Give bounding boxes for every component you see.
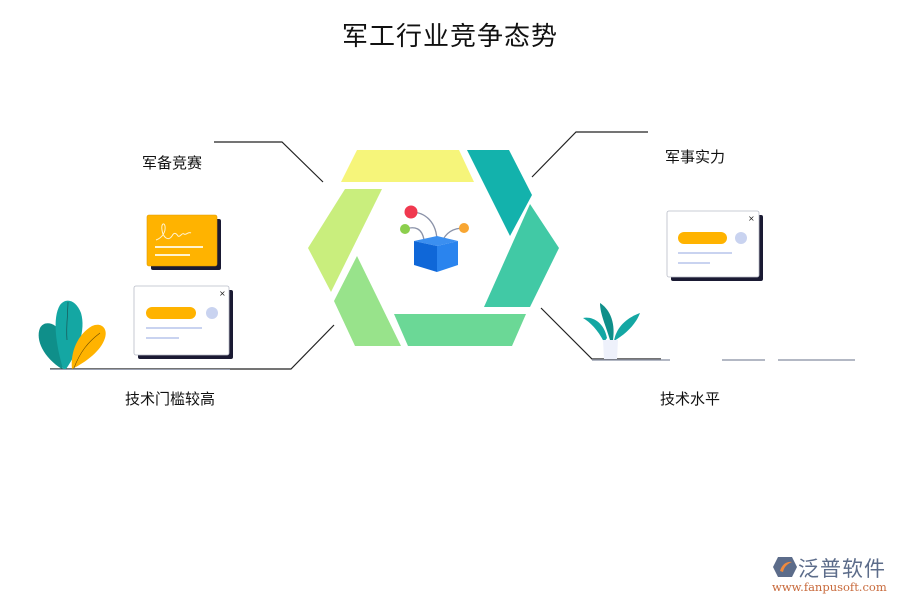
segment-bottom-left (334, 256, 401, 346)
connector-top-right (531, 131, 648, 178)
plant-icon-left (38, 300, 106, 369)
dialog-card-icon-left: × (133, 285, 233, 359)
potted-plant-icon (583, 303, 640, 359)
segment-bottom (394, 314, 526, 346)
box-with-nodes-icon (400, 205, 469, 272)
svg-text:×: × (219, 289, 226, 298)
svg-text:×: × (748, 214, 755, 223)
segment-top-right (467, 150, 532, 236)
signed-document-icon (146, 214, 221, 270)
label-arms-race: 军备竞赛 (142, 154, 203, 172)
label-high-tech-barrier: 技术门槛较高 (125, 390, 216, 408)
dialog-card-icon-right: × (666, 210, 763, 281)
segment-left (308, 189, 382, 292)
segment-right (484, 204, 559, 307)
logo-url: www.fanpusoft.com (772, 580, 887, 594)
label-tech-level: 技术水平 (660, 390, 721, 408)
page-title: 军工行业竞争态势 (341, 22, 558, 52)
label-military-strength: 军事实力 (665, 148, 726, 166)
logo-name: 泛普软件 (798, 557, 886, 581)
hexagon-ring (308, 150, 559, 346)
segment-top (341, 150, 474, 182)
logo-icon (773, 557, 797, 577)
fanpusoft-logo: 泛普软件 www.fanpusoft.com (768, 553, 898, 597)
connector-top-left (214, 141, 324, 183)
connector-bottom-right (540, 307, 661, 360)
